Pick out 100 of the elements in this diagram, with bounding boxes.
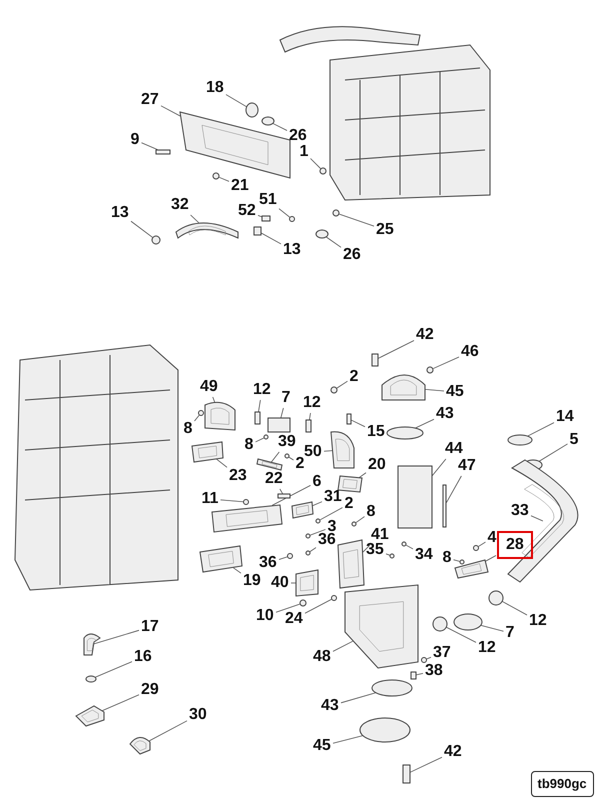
leader-line — [424, 389, 444, 392]
callout-number: 20 — [367, 456, 387, 474]
block-part-drawing — [278, 494, 290, 498]
callout-number: 11 — [200, 490, 220, 508]
callout-number: 45 — [445, 383, 465, 401]
round-part-drawing — [212, 172, 220, 180]
leader-line — [220, 499, 244, 502]
leader-line — [362, 544, 370, 552]
round-part-drawing — [331, 595, 337, 601]
leader-line — [194, 414, 200, 422]
callout-number: 45 — [312, 737, 332, 755]
callout-number: 42 — [415, 326, 435, 344]
leader-line — [190, 214, 200, 224]
callout-number: 32 — [170, 196, 190, 214]
callout-number: 41 — [370, 526, 390, 544]
block-part-drawing — [410, 672, 416, 680]
callout-number: 1 — [298, 143, 310, 161]
leader-line — [94, 630, 140, 644]
leader-line — [530, 515, 544, 522]
leader-line — [270, 452, 280, 463]
callout-number: 8 — [442, 549, 452, 567]
leader-line — [160, 105, 181, 116]
leader-line — [258, 400, 261, 412]
leader-line — [378, 340, 414, 359]
callout-number: 44 — [444, 440, 464, 458]
ring-drawing — [454, 614, 482, 630]
leader-line — [478, 542, 486, 547]
callout-number: 8 — [366, 503, 376, 521]
round-part-drawing — [300, 600, 306, 606]
leader-line — [356, 516, 365, 523]
leader-line — [340, 692, 376, 704]
leader-line — [310, 529, 326, 536]
round-part-drawing — [330, 386, 338, 394]
leader-line — [102, 694, 140, 712]
round-part-drawing — [402, 542, 406, 546]
callout-number: 13 — [282, 241, 302, 259]
leader-line — [312, 501, 322, 506]
callout-number: 37 — [432, 644, 452, 662]
leader-line — [255, 438, 264, 442]
part-drawing — [256, 458, 283, 471]
leader-line — [226, 94, 247, 108]
callout-number: 43 — [435, 405, 455, 423]
block-part-drawing — [346, 414, 352, 424]
ring-drawing — [386, 426, 424, 440]
block-part-drawing — [402, 764, 410, 784]
leader-line — [218, 176, 230, 182]
ring-drawing — [86, 676, 96, 682]
ring-drawing — [432, 616, 448, 632]
callout-number: 35 — [365, 541, 385, 559]
part-drawing — [291, 501, 314, 519]
round-part-drawing — [306, 550, 310, 556]
leader-line — [480, 625, 504, 632]
callout-number: 51 — [258, 191, 278, 209]
leader-line — [272, 485, 311, 506]
callout-number: 38 — [424, 662, 444, 680]
callout-number: 2 — [294, 455, 306, 473]
callout-number: 10 — [255, 607, 275, 625]
callout-number: 27 — [140, 91, 160, 109]
callout-number: 43 — [320, 697, 340, 715]
block-part-drawing — [268, 418, 290, 432]
leader-line — [216, 458, 228, 468]
leader-line — [310, 547, 316, 552]
round-part-drawing — [473, 545, 479, 551]
part-drawing — [211, 504, 283, 533]
callout-number: 7 — [504, 624, 516, 642]
ring-drawing — [488, 590, 504, 606]
leader-line — [502, 601, 528, 616]
round-part-drawing — [264, 434, 268, 440]
block-part-drawing — [306, 420, 312, 432]
round-part-drawing — [243, 499, 249, 505]
part-drawing — [176, 222, 238, 238]
callout-number: 42 — [443, 743, 463, 761]
callout-number: 23 — [228, 467, 248, 485]
leader-line — [426, 656, 432, 660]
callout-number: 12 — [477, 639, 497, 657]
round-part-drawing — [352, 522, 356, 526]
callout-number: 46 — [460, 343, 480, 361]
part-drawing — [344, 584, 418, 669]
part-drawing — [508, 460, 578, 582]
part-drawing — [199, 545, 243, 573]
callout-number: 7 — [280, 389, 292, 407]
round-part-drawing — [306, 534, 310, 538]
callout-number: 12 — [302, 394, 322, 412]
ring-drawing — [246, 102, 258, 118]
block-part-drawing — [372, 354, 378, 366]
callout-number: 14 — [555, 408, 575, 426]
callout-number: 2 — [348, 368, 360, 386]
callout-number: 9 — [130, 131, 140, 149]
part-drawing — [179, 111, 290, 179]
callout-number: 24 — [284, 610, 304, 628]
callout-number: 22 — [264, 470, 284, 488]
round-part-drawing — [284, 454, 290, 458]
part-drawing — [382, 374, 426, 400]
callout-number: 15 — [366, 423, 386, 441]
callout-number: 30 — [188, 706, 208, 724]
leader-line — [485, 555, 496, 562]
drawing-reference-code: tb990gc — [530, 771, 594, 797]
leader-line — [320, 507, 343, 520]
block-part-drawing — [442, 484, 446, 528]
part-drawing — [84, 634, 100, 656]
